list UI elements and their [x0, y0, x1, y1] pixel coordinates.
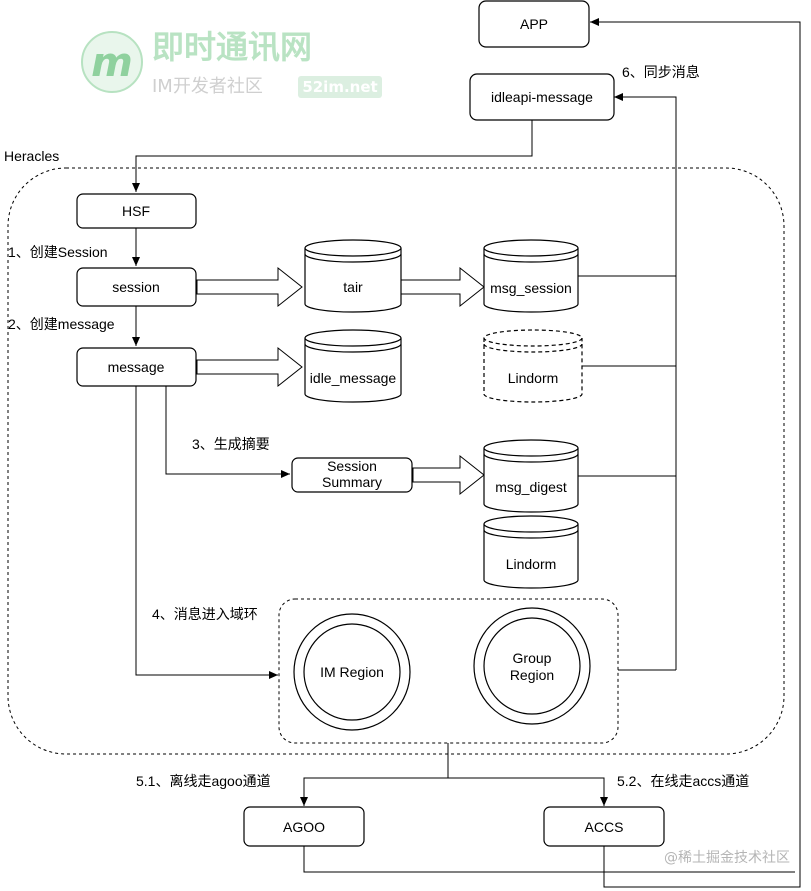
lindorm-dashed-db-icon — [483, 329, 583, 403]
edge-sync-idleapi — [614, 93, 677, 670]
edge-message-summary — [165, 386, 290, 478]
block-arrow-summary-msgdigest — [412, 454, 485, 496]
watermark: m 即时通讯网 IM开发者社区 52im.net — [81, 28, 382, 98]
app-box — [478, 0, 590, 48]
heracles-container — [7, 167, 785, 755]
step-5-2-label: 5.2、在线走accs通道 — [617, 773, 749, 789]
session-summary-box — [291, 457, 413, 493]
idleapi-label: idleapi-message — [491, 89, 593, 105]
watermark-logo-letter: m — [91, 40, 133, 86]
watermark-domain-badge — [298, 76, 382, 98]
heracles-label: Heracles — [4, 148, 59, 164]
edge-message-region — [135, 386, 278, 679]
lindorm-db-icon — [483, 515, 579, 589]
session-label: session — [112, 279, 159, 295]
watermark-domain: 52im.net — [302, 78, 377, 96]
idle-message-label: idle_message — [310, 370, 397, 386]
app-label: APP — [520, 16, 548, 32]
watermark-logo-icon — [81, 31, 143, 93]
session-box — [76, 267, 197, 307]
watermark-subtitle: IM开发者社区 — [152, 76, 263, 97]
tair-label: tair — [343, 279, 363, 295]
group-region-inner — [483, 617, 581, 715]
agoo-box — [243, 806, 365, 847]
im-region-inner — [303, 623, 401, 721]
step-2-label: 2、创建message — [8, 316, 115, 332]
block-arrow-tair-msgsession — [400, 266, 485, 308]
block-arrow-session-tair — [196, 266, 303, 308]
msg-digest-db-icon — [483, 439, 579, 513]
message-box — [76, 347, 197, 387]
lindorm-label: Lindorm — [506, 556, 557, 572]
group-region-line1: Group — [513, 650, 552, 666]
group-region-line2: Region — [510, 667, 554, 683]
region-circles — [293, 607, 591, 731]
connectors — [132, 18, 801, 888]
watermark-title: 即时通讯网 — [152, 28, 312, 66]
session-summary-line2: Summary — [322, 474, 382, 490]
block-arrow-message-idlemessage — [196, 346, 303, 388]
accs-label: ACCS — [585, 819, 624, 835]
edge-region-accs — [448, 777, 608, 806]
lindorm-dashed-label: Lindorm — [508, 370, 559, 386]
hsf-label: HSF — [122, 203, 150, 219]
session-summary-line1: Session — [327, 458, 377, 474]
edge-region-agoo — [300, 777, 448, 806]
tair-db-icon — [304, 239, 402, 313]
idleapi-box — [469, 73, 615, 121]
step-4-label: 4、消息进入域环 — [152, 606, 258, 622]
msg-session-db-icon — [483, 239, 579, 313]
step-3-label: 3、生成摘要 — [192, 436, 270, 452]
databases — [304, 239, 583, 589]
edge-accs-app — [590, 18, 801, 888]
accs-box — [543, 806, 665, 847]
edge-idleapi-hsf — [132, 120, 533, 192]
edge-agoo-return — [303, 846, 795, 873]
step-6-label: 6、同步消息 — [622, 64, 700, 80]
footer-watermark: @稀土掘金技术社区 — [664, 850, 790, 866]
message-label: message — [108, 359, 165, 375]
im-region-label: IM Region — [320, 664, 384, 680]
msg-session-label: msg_session — [490, 280, 572, 296]
idle-message-db-icon — [304, 329, 402, 403]
step-5-1-label: 5.1、离线走agoo通道 — [136, 773, 271, 789]
block-arrows — [196, 266, 485, 496]
agoo-label: AGOO — [283, 819, 325, 835]
msg-digest-label: msg_digest — [495, 479, 567, 495]
process-boxes — [76, 0, 665, 847]
hsf-box — [76, 193, 197, 229]
step-1-label: 1、创建Session — [8, 244, 108, 260]
